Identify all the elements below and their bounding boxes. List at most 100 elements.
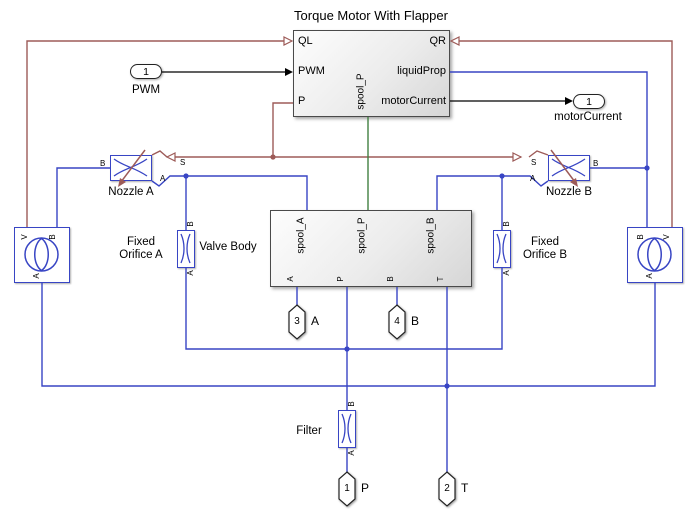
variable-orifice-icon — [113, 158, 148, 177]
valve-port-p: P — [336, 276, 345, 282]
sensor-right-port-a: A — [645, 273, 654, 279]
fixed-orifice-b-label-line1: Fixed — [530, 236, 560, 248]
connection-port-t-number: 2 — [444, 483, 450, 494]
port-label-qr: QR — [429, 35, 447, 47]
flow-sensor-left-block[interactable] — [14, 227, 70, 283]
port-label-spool-b: spool_B — [425, 217, 437, 254]
fixed-orifice-b-port-a: A — [502, 270, 511, 276]
fixed-orifice-a-label-line1: Fixed — [126, 236, 156, 248]
outport-motorcurrent[interactable]: 1 — [573, 94, 605, 109]
inport-pwm[interactable]: 1 — [130, 64, 162, 79]
signal-arrow-ql-icon — [283, 36, 294, 46]
sensor-right-port-v: V — [662, 234, 671, 240]
sensor-right-port-b: B — [636, 234, 645, 240]
nozzle-b-port-s: S — [531, 158, 537, 167]
connection-port-p-number: 1 — [344, 483, 350, 494]
variable-orifice-icon — [551, 158, 586, 177]
port-label-p: P — [298, 95, 306, 107]
flow-rate-sensor-icon — [24, 237, 59, 272]
connection-port-a[interactable] — [287, 303, 307, 341]
filter-port-b: B — [347, 401, 356, 407]
fixed-orifice-a-port-a: A — [186, 270, 195, 276]
wire-return-bus[interactable] — [41, 283, 656, 387]
fixed-orifice-b-port-b: B — [502, 221, 511, 227]
connection-port-p-label: P — [361, 481, 370, 495]
orifice-icon — [341, 413, 352, 444]
junction-dot — [499, 173, 505, 179]
nozzle-a-port-b: B — [100, 159, 106, 168]
connection-port-a-number: 3 — [294, 316, 300, 327]
nozzle-b-port-b: B — [593, 159, 599, 168]
port-label-spool-p-torque: spool_P — [355, 73, 367, 110]
wire-p-to-nozzles[interactable] — [272, 102, 293, 157]
inport-pwm-number: 1 — [143, 66, 149, 78]
nozzle-a-arrow-icon — [120, 149, 146, 183]
flow-rate-sensor-icon — [637, 237, 672, 272]
connection-port-b-label: B — [411, 314, 420, 328]
sensor-left-port-a: A — [32, 273, 41, 279]
inport-pwm-label: PWM — [131, 84, 161, 96]
valve-body-block[interactable] — [270, 210, 472, 287]
nozzle-b-port-a: A — [530, 174, 536, 183]
nozzle-b-label: Nozzle B — [545, 186, 593, 198]
filter-block[interactable] — [338, 410, 356, 448]
valve-body-label: Valve Body — [199, 241, 257, 253]
fixed-orifice-a-label: Fixed Orifice A — [110, 236, 172, 262]
wire-orifice-supply[interactable] — [185, 268, 503, 350]
fixed-orifice-a-block[interactable] — [177, 230, 195, 268]
signal-arrow-nozzle-a-s-icon — [165, 152, 176, 162]
signal-arrow-nozzle-b-s-icon — [512, 152, 523, 162]
wire-nozzle-a-s-stub[interactable] — [151, 150, 168, 158]
port-label-spool-a: spool_A — [295, 217, 307, 254]
orifice-icon — [496, 233, 507, 264]
port-label-motorcurrent: motorCurrent — [381, 95, 446, 107]
port-label-spool-p-valve: spool_P — [356, 217, 368, 254]
connection-port-b[interactable] — [387, 303, 407, 341]
nozzle-a-arrowhead-icon — [118, 178, 126, 187]
signal-arrowhead-motorcurrent-icon — [565, 97, 573, 105]
wire-liquidprop[interactable] — [450, 71, 648, 227]
junction-dot — [644, 165, 650, 171]
flow-sensor-right-block[interactable] — [627, 227, 683, 283]
fixed-orifice-b-label-line2: Orifice B — [522, 249, 568, 261]
nozzle-a-port-a: A — [160, 174, 166, 183]
signal-arrow-qr-icon — [449, 36, 460, 46]
connection-port-b-number: 4 — [394, 316, 400, 327]
wire-ql-feedback[interactable] — [26, 40, 284, 227]
junction-dot — [183, 173, 189, 179]
connection-port-a-label: A — [311, 314, 320, 328]
sensor-left-port-v: V — [20, 234, 29, 240]
sensor-left-port-b: B — [48, 234, 57, 240]
connection-port-p[interactable] — [337, 470, 357, 508]
port-label-liquidprop: liquidProp — [397, 65, 446, 77]
orifice-icon — [180, 233, 191, 264]
filter-label: Filter — [296, 425, 322, 437]
fixed-orifice-a-label-line2: Orifice A — [119, 249, 163, 261]
nozzle-b-arrowhead-icon — [570, 178, 578, 187]
valve-port-a: A — [286, 276, 295, 282]
outport-motorcurrent-label: motorCurrent — [554, 111, 622, 123]
wire-nozzle-a-b[interactable] — [56, 167, 110, 227]
wire-nozzle-b-node[interactable] — [436, 175, 549, 210]
outport-motorcurrent-number: 1 — [586, 96, 592, 108]
valve-port-b: B — [386, 276, 395, 282]
nozzle-b-block[interactable] — [548, 155, 590, 181]
fixed-orifice-a-port-b: B — [186, 221, 195, 227]
filter-port-a: A — [347, 450, 356, 456]
wire-nozzle-a-node[interactable] — [151, 175, 308, 210]
nozzle-a-port-s: S — [180, 158, 186, 167]
wire-qr-feedback[interactable] — [459, 40, 673, 227]
valve-port-t: T — [436, 276, 445, 282]
signal-arrowhead-pwm-icon — [285, 68, 293, 76]
nozzle-a-label: Nozzle A — [108, 186, 154, 198]
nozzle-b-arrow-icon — [550, 149, 576, 183]
fixed-orifice-b-block[interactable] — [493, 230, 511, 268]
connection-port-t-label: T — [461, 481, 469, 495]
junction-dot — [270, 154, 276, 160]
fixed-orifice-b-label: Fixed Orifice B — [514, 236, 576, 262]
connection-port-t[interactable] — [437, 470, 457, 508]
port-label-pwm: PWM — [298, 65, 325, 77]
port-label-ql: QL — [298, 35, 313, 47]
torque-motor-block[interactable] — [293, 30, 450, 117]
wire-nozzle-b-s-stub[interactable] — [528, 150, 549, 158]
